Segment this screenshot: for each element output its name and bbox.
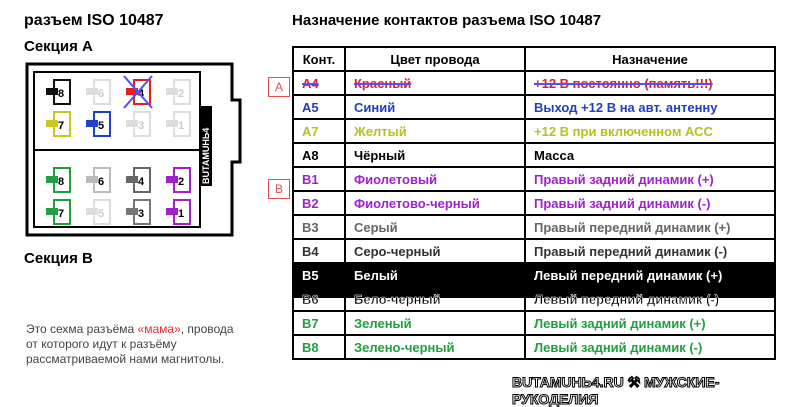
svg-text:6: 6 bbox=[98, 176, 104, 188]
cell-pin: B2 bbox=[292, 190, 346, 216]
cell-purpose: Левый задний динамик (-) bbox=[524, 334, 776, 360]
cell-wire: Белый bbox=[344, 262, 526, 288]
pin-b7: 7 bbox=[46, 199, 71, 225]
note-part: Это сехма разъёма bbox=[26, 322, 138, 336]
cell-pin: B4 bbox=[292, 238, 346, 264]
svg-text:7: 7 bbox=[58, 120, 64, 132]
cell-purpose: Выход +12 В на авт. антенну bbox=[524, 94, 776, 120]
cell-wire: Фиолетовый bbox=[344, 166, 526, 192]
svg-text:5: 5 bbox=[98, 208, 104, 220]
cell-wire: Серый bbox=[344, 214, 526, 240]
cell-wire: Синий bbox=[344, 94, 526, 120]
cell-wire: Фиолетово-черный bbox=[344, 190, 526, 216]
svg-text:7: 7 bbox=[58, 208, 64, 220]
svg-text:6: 6 bbox=[98, 88, 104, 100]
cell-wire: Серо-черный bbox=[344, 238, 526, 264]
cell-purpose: Правый передний динамик (+) bbox=[524, 214, 776, 240]
svg-text:3: 3 bbox=[138, 120, 144, 132]
cell-wire: Зеленый bbox=[344, 310, 526, 336]
header-pin: Конт. bbox=[292, 46, 346, 72]
watermark: BUTAMUHЬ4.RU ⚒ МУЖСКИЕ-РУКОДЕЛИЯ bbox=[512, 374, 720, 407]
cell-purpose: Левый передний динамик (-) bbox=[524, 286, 776, 312]
pin-b5: 5 bbox=[86, 199, 111, 225]
svg-text:1: 1 bbox=[178, 120, 184, 132]
pin-b4: 4 bbox=[126, 167, 151, 193]
header-wire: Цвет провода bbox=[344, 46, 526, 72]
section-a-label: Секция A bbox=[24, 38, 93, 55]
section-b-label: Секция B bbox=[24, 250, 93, 267]
cell-purpose: +12 В постоянно (память!!!) bbox=[524, 70, 776, 96]
cell-pin: A8 bbox=[292, 142, 346, 168]
note-highlight: «мама» bbox=[137, 322, 181, 336]
pin-b1: 1 bbox=[166, 199, 191, 225]
cell-wire: Чёрный bbox=[344, 142, 526, 168]
note-text: Это сехма разъёма «мама», провода от кот… bbox=[26, 322, 246, 367]
connector-diagram: BUTAMUHЬ4 8 6 4 2 7 5 3 1 8 6 4 2 7 5 3 1 bbox=[25, 62, 242, 237]
cell-purpose: Левый передний динамик (+) bbox=[524, 262, 776, 288]
marker-a: A bbox=[268, 77, 290, 97]
svg-text:4: 4 bbox=[138, 176, 145, 188]
cell-pin: B6 bbox=[292, 286, 346, 312]
pin-b3: 3 bbox=[126, 199, 151, 225]
marker-b: B bbox=[268, 179, 290, 199]
pin-b2: 2 bbox=[166, 167, 191, 193]
svg-text:2: 2 bbox=[178, 176, 184, 188]
cell-purpose: +12 В при включенном АСС bbox=[524, 118, 776, 144]
cell-pin: B1 bbox=[292, 166, 346, 192]
pin-a3: 3 bbox=[126, 111, 151, 137]
cell-pin: B8 bbox=[292, 334, 346, 360]
cell-pin: A7 bbox=[292, 118, 346, 144]
cell-pin: B7 bbox=[292, 310, 346, 336]
pin-a1: 1 bbox=[166, 111, 191, 137]
svg-text:1: 1 bbox=[178, 208, 184, 220]
pin-a7: 7 bbox=[46, 111, 71, 137]
cell-wire: Желтый bbox=[344, 118, 526, 144]
svg-text:4: 4 bbox=[138, 88, 145, 100]
cell-pin: B5 bbox=[292, 262, 346, 288]
pin-a8: 8 bbox=[46, 79, 71, 105]
pin-b8: 8 bbox=[46, 167, 71, 193]
cell-pin: A4 bbox=[292, 70, 346, 96]
pin-b6: 6 bbox=[86, 167, 111, 193]
cell-pin: B3 bbox=[292, 214, 346, 240]
pin-a5: 5 bbox=[86, 111, 111, 137]
header-purpose: Назначение bbox=[524, 46, 776, 72]
cell-wire: Зелено-черный bbox=[344, 334, 526, 360]
note-part: , провода от которого идут к разъёму рас… bbox=[26, 322, 234, 366]
cell-purpose: Правый передний динамик (-) bbox=[524, 238, 776, 264]
pin-a2: 2 bbox=[166, 79, 191, 105]
cell-wire: Бело-черный bbox=[344, 286, 526, 312]
cell-pin: A5 bbox=[292, 94, 346, 120]
cell-purpose: Масса bbox=[524, 142, 776, 168]
svg-text:BUTAMUHЬ4: BUTAMUHЬ4 bbox=[201, 128, 211, 184]
pin-a4: 4 bbox=[123, 75, 153, 109]
pin-a6: 6 bbox=[86, 79, 111, 105]
svg-text:3: 3 bbox=[138, 208, 144, 220]
svg-text:8: 8 bbox=[58, 88, 64, 100]
cell-purpose: Правый задний динамик (+) bbox=[524, 166, 776, 192]
table-title: Назначение контактов разъема ISO 10487 bbox=[292, 12, 602, 29]
svg-text:8: 8 bbox=[58, 176, 64, 188]
cell-purpose: Левый задний динамик (+) bbox=[524, 310, 776, 336]
connector-title: разъем ISO 10487 bbox=[24, 12, 164, 29]
svg-text:5: 5 bbox=[98, 120, 104, 132]
svg-text:2: 2 bbox=[178, 88, 184, 100]
cell-wire: Красный bbox=[344, 70, 526, 96]
cell-purpose: Правый задний динамик (-) bbox=[524, 190, 776, 216]
